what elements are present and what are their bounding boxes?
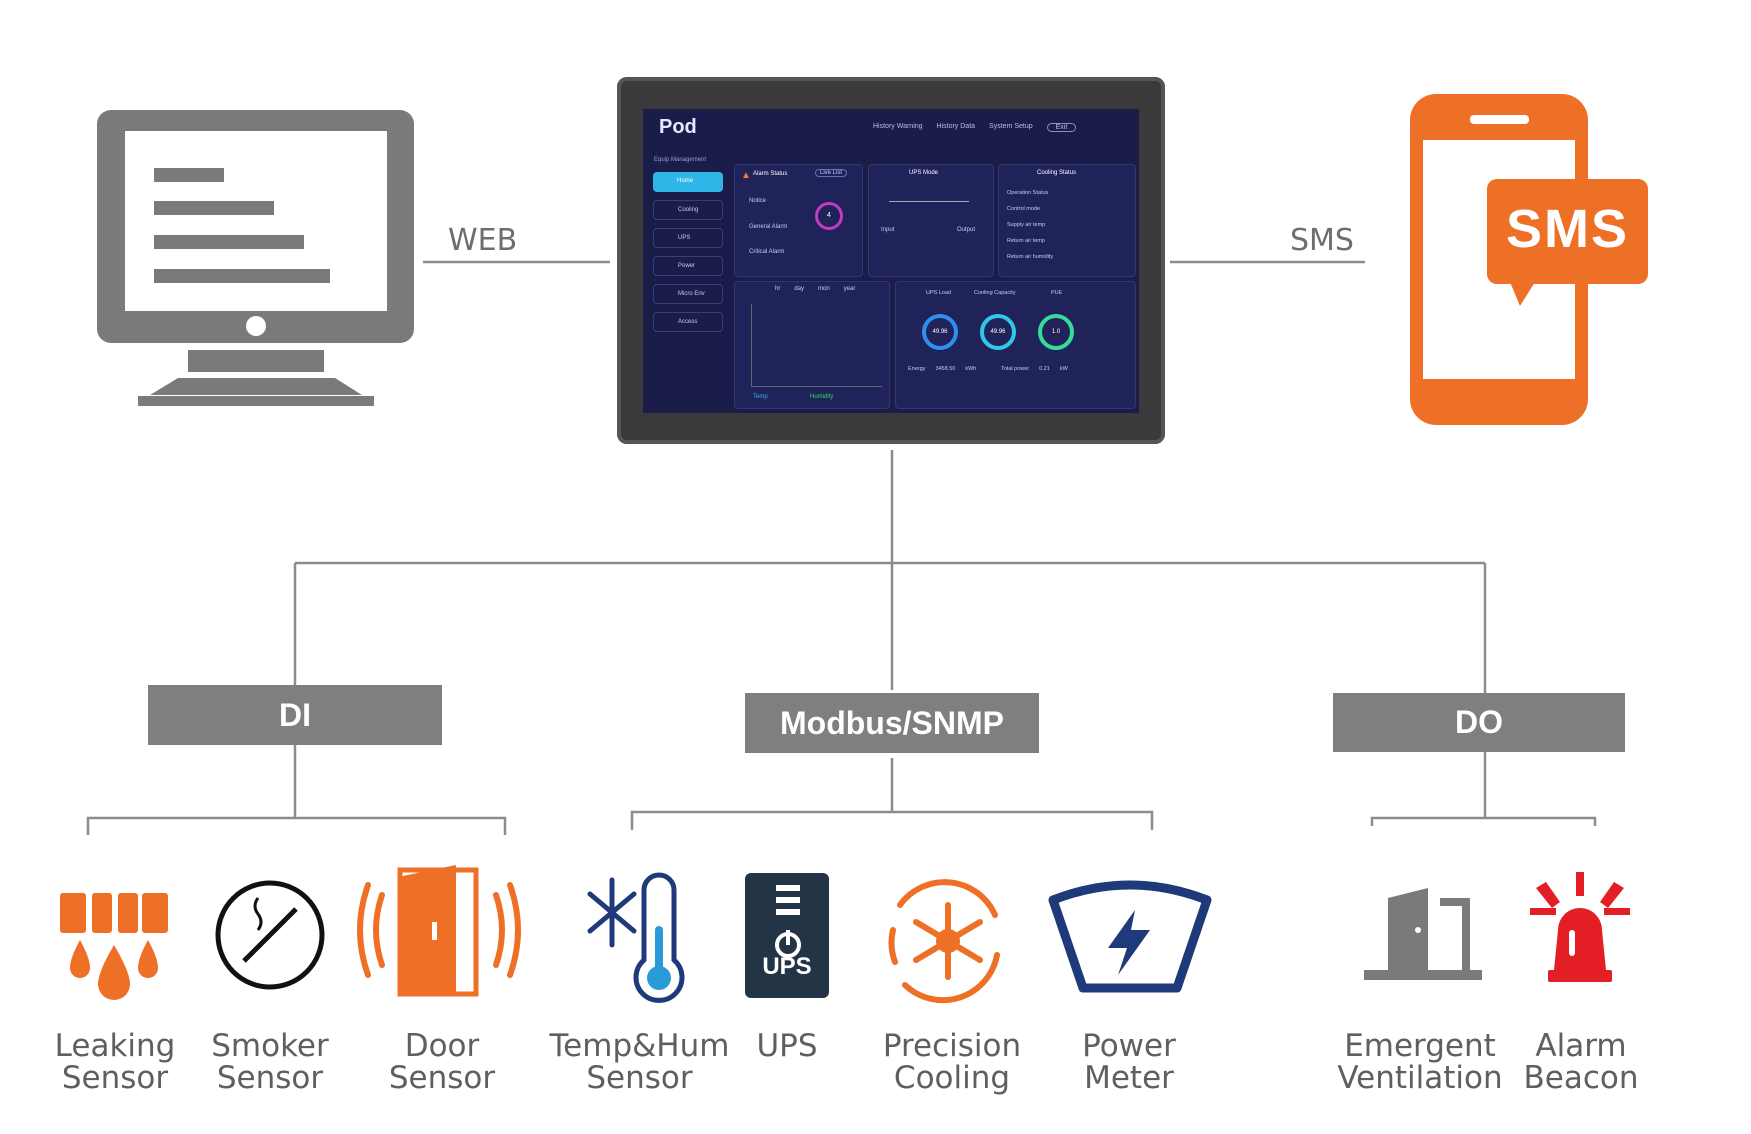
power-meter-label: Power Meter xyxy=(1082,1028,1176,1096)
pue-label: PUE xyxy=(1051,290,1063,296)
energy-unit: kWh xyxy=(965,366,977,372)
power-unit: kW xyxy=(1059,366,1068,372)
do-group-box: DO xyxy=(1333,693,1625,752)
power-value: 0.21 xyxy=(1039,366,1050,372)
temp-hum-sensor-icon xyxy=(587,872,685,1003)
energy-label: Energy xyxy=(908,366,926,372)
sidebar-item-cooling[interactable]: Cooling xyxy=(653,200,723,220)
history-data-link[interactable]: History Data xyxy=(936,123,976,130)
trend-chart-panel: hr day mon year Temp Humidity xyxy=(734,281,890,409)
legend-humidity: Humidity xyxy=(810,394,834,400)
ups-load-gauge: 49.96 xyxy=(922,314,958,350)
tab-day[interactable]: day xyxy=(794,286,805,292)
ups-load-label: UPS Load xyxy=(926,290,952,296)
ups-mode-panel: UPS Mode Input Output xyxy=(868,164,994,277)
sidebar-item-ups[interactable]: UPS xyxy=(653,228,723,248)
sidebar-item-home[interactable]: Home xyxy=(653,172,723,192)
notice-label: Notice xyxy=(749,198,767,204)
power-meter-icon xyxy=(1048,880,1212,993)
alarm-title: Alarm Status xyxy=(753,171,788,177)
ups-device-icon xyxy=(745,873,829,998)
screen-sidebar: Home Cooling UPS Power Micro Env Access xyxy=(653,172,723,340)
alarm-status-panel: Alarm Status ▲ Live List Notice General … xyxy=(734,164,863,277)
sidebar-title: Equip Management xyxy=(654,157,707,163)
tab-hr[interactable]: hr xyxy=(775,286,781,292)
emergent-ventilation-label: Emergent Ventilation xyxy=(1337,1028,1503,1096)
ups-input-label: Input xyxy=(881,227,895,233)
sidebar-item-micro-env[interactable]: Micro Env xyxy=(653,284,723,304)
cooling-row: Operation Status xyxy=(1007,190,1049,196)
total-power-label: Total power xyxy=(1001,366,1030,372)
warning-icon: ▲ xyxy=(741,170,751,181)
tab-year[interactable]: year xyxy=(843,286,856,292)
cooling-status-title: Cooling Status xyxy=(1037,170,1077,176)
live-list-button[interactable]: Live List xyxy=(815,169,848,177)
modbus-snmp-group-box: Modbus/SNMP xyxy=(745,693,1039,753)
smoke-sensor-icon xyxy=(215,880,325,990)
ups-output-label: Output xyxy=(957,227,976,233)
leaking-sensor-icon xyxy=(60,893,168,1000)
emergent-ventilation-icon xyxy=(1364,888,1482,980)
alarm-total-ring: 4 xyxy=(815,202,843,230)
pue-gauge: 1.0 xyxy=(1038,314,1074,350)
system-setup-link[interactable]: System Setup xyxy=(989,123,1033,130)
exit-button[interactable]: Exit xyxy=(1046,123,1077,132)
temp-hum-sensor-label: Temp&Hum Sensor xyxy=(549,1028,730,1096)
sidebar-item-access[interactable]: Access xyxy=(653,312,723,332)
cooling-row: Supply air temp xyxy=(1007,222,1046,228)
cooling-capacity-gauge: 49.96 xyxy=(980,314,1016,350)
alarm-beacon-label: Alarm Beacon xyxy=(1523,1028,1639,1096)
precision-cooling-label: Precision Cooling xyxy=(882,1028,1022,1096)
touch-panel-screen: Pod History Warning History Data System … xyxy=(643,109,1139,413)
cooling-capacity-label: Cooling Capacity xyxy=(974,290,1016,296)
cooling-status-rows: Operation Status Control mode Supply air… xyxy=(1007,185,1053,265)
ups-bus-line xyxy=(889,201,969,202)
cooling-row: Return air temp xyxy=(1007,238,1045,244)
cooling-row: Control mode xyxy=(1007,206,1041,212)
precision-cooling-icon xyxy=(888,879,1000,1004)
legend-temp: Temp xyxy=(753,394,768,400)
power-readout: Total power 0.21 kW xyxy=(1001,366,1068,372)
general-alarm-label: General Alarm xyxy=(749,224,788,230)
cooling-status-panel: Cooling Status Operation Status Control … xyxy=(998,164,1136,277)
door-sensor-label: Door Sensor xyxy=(388,1028,496,1096)
di-group-box: DI xyxy=(148,685,442,745)
sms-badge-text: SMS xyxy=(1505,199,1630,259)
gauges-panel: UPS Load Cooling Capacity PUE 49.96 49.9… xyxy=(895,281,1136,409)
sms-link-label: SMS xyxy=(1290,223,1354,258)
pod-logo: Pod xyxy=(659,116,697,138)
chart-plot-area xyxy=(751,304,882,387)
cooling-row: Return air humidity xyxy=(1007,254,1054,260)
tab-mon[interactable]: mon xyxy=(818,286,830,292)
energy-value: 3458.50 xyxy=(935,366,956,372)
ups-label: UPS xyxy=(756,1028,818,1064)
leaking-sensor-label: Leaking Sensor xyxy=(54,1028,176,1096)
top-nav: History Warning History Data System Setu… xyxy=(873,123,1133,132)
critical-alarm-label: Critical Alarm xyxy=(749,249,785,255)
ups-icon-text: UPS xyxy=(762,953,812,980)
sidebar-item-power[interactable]: Power xyxy=(653,256,723,276)
alarm-beacon-icon xyxy=(1530,872,1630,982)
door-sensor-icon xyxy=(357,865,521,997)
smoker-sensor-label: Smoker Sensor xyxy=(211,1028,329,1096)
history-warning-link[interactable]: History Warning xyxy=(873,123,923,130)
web-link-label: WEB xyxy=(448,223,518,258)
chart-tabs: hr day mon year xyxy=(775,286,855,292)
energy-readout: Energy 3458.50 kWh xyxy=(908,366,976,372)
ups-mode-title: UPS Mode xyxy=(909,170,939,176)
